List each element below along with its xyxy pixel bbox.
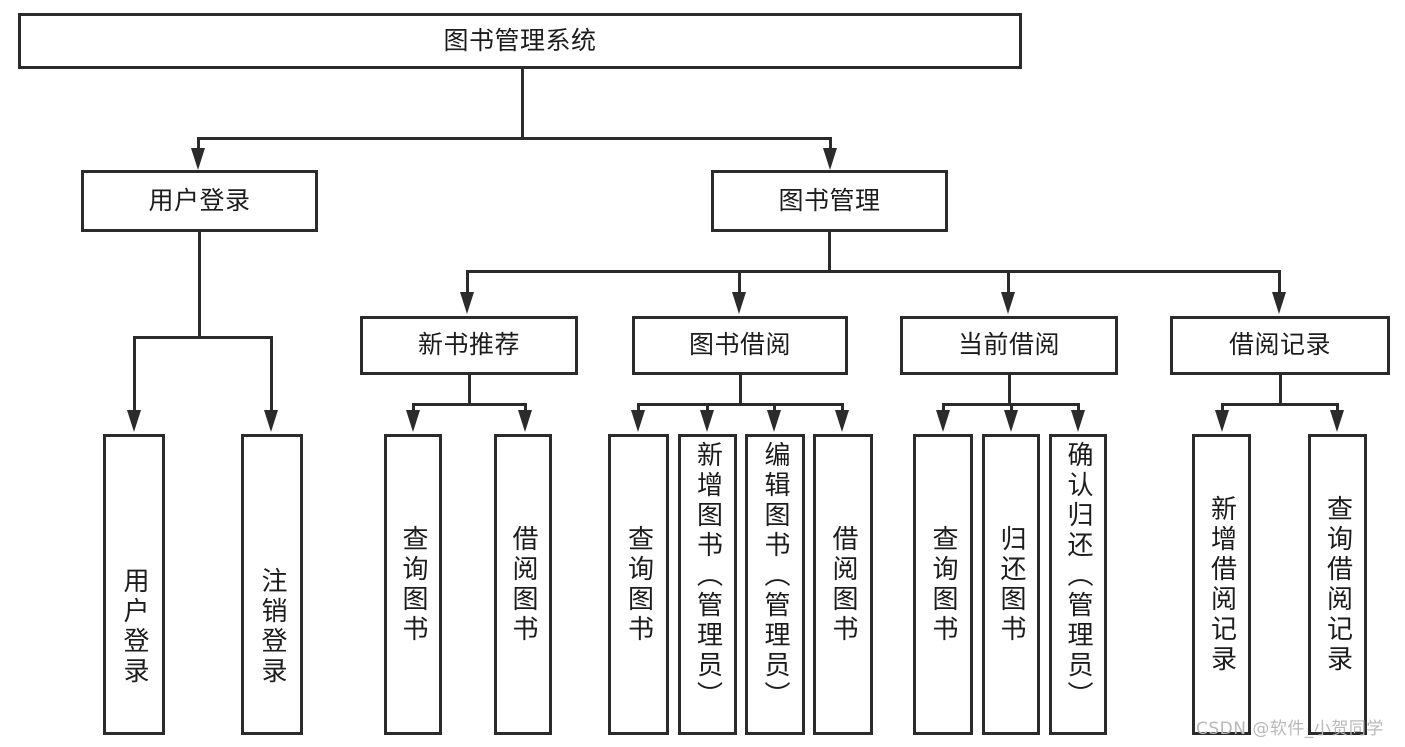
node-current-borrow[interactable]: 当前借阅 <box>900 316 1118 375</box>
arrowhead-book-borrow <box>732 292 746 314</box>
leaf-query-book-borrow[interactable]: 查询图书 <box>608 434 669 735</box>
arrowhead-book-mgmt <box>823 148 837 170</box>
arrowhead-borrow-records-leaf-2 <box>1330 410 1344 432</box>
leaf-query-book-current[interactable]: 查询图书 <box>913 434 973 735</box>
node-label: 借阅图书 <box>828 524 858 645</box>
leaf-add-book-admin[interactable]: 新增图书（管理员） <box>678 434 737 735</box>
arrowhead-book-borrow-leaf-3 <box>767 410 781 432</box>
node-label: 注销登录 <box>257 566 287 687</box>
node-label: 编辑图书（管理员） <box>760 441 790 711</box>
edge-book-mgmt-stem <box>828 232 831 272</box>
edge-borrow-records-bus <box>1221 403 1339 406</box>
leaf-user-login[interactable]: 用户登录 <box>103 434 165 735</box>
node-label: 借阅记录 <box>1228 330 1331 360</box>
arrowhead-borrow-records <box>1272 292 1286 314</box>
node-label: 借阅图书 <box>508 524 538 645</box>
edge-book-borrow-stem <box>739 375 742 405</box>
node-label: 确认归还（管理员） <box>1063 441 1093 711</box>
leaf-query-book-recommend[interactable]: 查询图书 <box>384 434 442 735</box>
arrowhead-book-borrow-leaf-4 <box>835 410 849 432</box>
leaf-return-book[interactable]: 归还图书 <box>982 434 1040 735</box>
edge-new-book-stem <box>468 375 471 405</box>
edge-to-new-book <box>466 270 469 295</box>
edge-to-borrow-records <box>1278 270 1281 295</box>
arrowhead-book-borrow-leaf-1 <box>631 410 645 432</box>
node-user-login[interactable]: 用户登录 <box>81 170 318 232</box>
node-root-system[interactable]: 图书管理系统 <box>18 13 1022 69</box>
edge-book-borrow-bus <box>637 403 844 406</box>
node-book-borrow[interactable]: 图书借阅 <box>632 316 848 375</box>
leaf-edit-book-admin[interactable]: 编辑图书（管理员） <box>745 434 805 735</box>
node-label: 新增图书（管理员） <box>692 441 723 711</box>
edge-new-book-bus <box>412 403 527 406</box>
arrowhead-new-book-leaf-2 <box>518 410 532 432</box>
node-label: 图书借阅 <box>688 330 791 360</box>
edge-borrow-records-stem <box>1279 375 1282 405</box>
leaf-logout[interactable]: 注销登录 <box>241 434 303 735</box>
arrowhead-leaf-user-login <box>127 410 141 432</box>
edge-root-to-book-mgmt <box>829 137 832 155</box>
node-label: 查询图书 <box>623 524 654 645</box>
arrowhead-current-borrow-leaf-3 <box>1071 410 1085 432</box>
arrowhead-leaf-logout <box>264 410 278 432</box>
edge-to-book-borrow <box>738 270 741 295</box>
edge-current-borrow-stem <box>1008 375 1011 405</box>
arrowhead-book-borrow-leaf-2 <box>700 410 714 432</box>
arrowhead-current-borrow-leaf-1 <box>936 410 950 432</box>
arrowhead-borrow-records-leaf-1 <box>1215 410 1229 432</box>
edge-root-to-user-login <box>197 137 200 155</box>
node-label: 当前借阅 <box>957 330 1060 360</box>
leaf-confirm-return-admin[interactable]: 确认归还（管理员） <box>1049 434 1107 735</box>
node-label: 用户登录 <box>148 185 251 215</box>
node-label: 查询图书 <box>928 524 958 645</box>
leaf-borrow-book-borrow[interactable]: 借阅图书 <box>813 434 873 735</box>
node-borrow-records[interactable]: 借阅记录 <box>1170 316 1390 375</box>
edge-user-login-stem <box>198 232 201 338</box>
arrowhead-current-borrow <box>1001 292 1015 314</box>
arrowhead-current-borrow-leaf-2 <box>1004 410 1018 432</box>
node-label: 图书管理 <box>778 185 881 215</box>
edge-book-mgmt-bus <box>466 270 1281 273</box>
node-label: 查询图书 <box>398 524 428 645</box>
edge-user-login-drop-1 <box>133 336 136 416</box>
node-label: 查询借阅记录 <box>1322 494 1353 675</box>
node-label: 用户登录 <box>119 566 149 687</box>
edge-user-login-bus <box>133 336 273 339</box>
node-book-management[interactable]: 图书管理 <box>711 170 948 232</box>
edge-user-login-drop-2 <box>270 336 273 416</box>
node-label: 新书推荐 <box>417 330 520 360</box>
csdn-watermark: CSDN @软件_小贺同学 <box>1196 719 1384 739</box>
leaf-query-borrow-record[interactable]: 查询借阅记录 <box>1308 434 1367 735</box>
arrowhead-user-login <box>191 148 205 170</box>
node-new-book-recommend[interactable]: 新书推荐 <box>360 316 578 375</box>
arrowhead-new-book-leaf-1 <box>406 410 420 432</box>
node-label: 图书管理系统 <box>443 25 597 55</box>
arrowhead-new-book <box>460 292 474 314</box>
edge-root-bus <box>197 137 832 140</box>
edge-to-current-borrow <box>1007 270 1010 295</box>
leaf-add-borrow-record[interactable]: 新增借阅记录 <box>1192 434 1251 735</box>
node-label: 归还图书 <box>996 524 1026 645</box>
node-label: 新增借阅记录 <box>1206 494 1237 675</box>
edge-root-stem <box>521 69 524 139</box>
leaf-borrow-book-recommend[interactable]: 借阅图书 <box>494 434 552 735</box>
